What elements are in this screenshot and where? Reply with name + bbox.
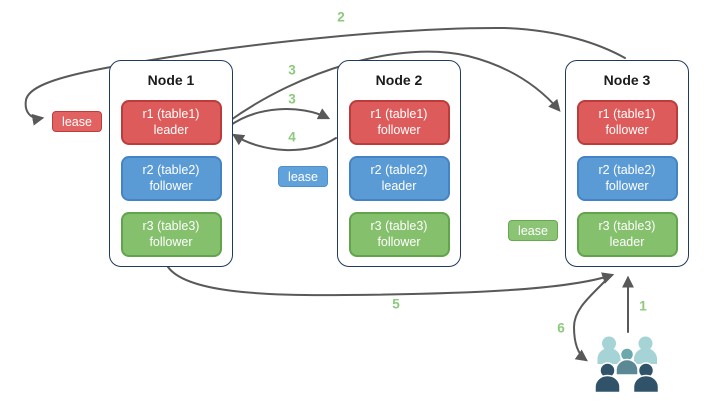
node-1-title: Node 1 [147,72,195,88]
arrow-step2-node3-to-lease1 [24,26,626,126]
replica-name: r1 (table1) [598,106,656,121]
lease-badge-r2: lease [278,166,328,187]
node-3-replica-r2: r2 (table2) follower [576,156,678,201]
replica-role: follower [605,122,649,137]
replica-name: r2 (table2) [142,162,200,177]
replica-name: r2 (table2) [598,162,656,177]
node-3-replica-r3: r3 (table3) leader [576,212,678,257]
node-2: Node 2 r1 (table1) follower r2 (table2) … [337,60,461,267]
lease-badge-r3: lease [508,220,558,241]
arrow-step6-node3-to-users [572,274,612,362]
node-1-replica-r3: r3 (table3) follower [120,212,222,257]
step-label-1: 1 [639,298,647,314]
step-label-2: 2 [337,9,345,25]
arrow-step4-node2-to-node1 [231,133,337,152]
node-2-replicas: r1 (table1) follower r2 (table2) leader … [338,100,460,257]
step-label-3a: 3 [288,62,296,78]
replica-role: leader [153,122,189,137]
node-3-replicas: r1 (table1) follower r2 (table2) followe… [566,100,688,257]
replica-role: follower [149,178,193,193]
node-1-replica-r1: r1 (table1) leader [120,100,222,145]
replica-role: leader [609,234,645,249]
step-label-3b: 3 [288,91,296,107]
node-1-replicas: r1 (table1) leader r2 (table2) follower … [110,100,232,257]
replica-name: r1 (table1) [370,106,428,121]
node-2-replica-r2: r2 (table2) leader [348,156,450,201]
arrow-step3-node1-to-node2 [227,108,331,128]
node-3: Node 3 r1 (table1) follower r2 (table2) … [565,60,689,267]
users-group-icon [594,336,660,394]
replica-role: leader [381,178,417,193]
replica-role: follower [149,234,193,249]
node-2-replica-r3: r3 (table3) follower [348,212,450,257]
lease-badge-r1: lease [52,111,102,132]
replica-role: follower [605,178,649,193]
node-2-replica-r1: r1 (table1) follower [348,100,450,145]
replica-name: r3 (table3) [598,218,656,233]
node-3-title: Node 3 [603,72,651,88]
replica-role: follower [377,122,421,137]
replica-name: r1 (table1) [142,106,200,121]
replica-name: r3 (table3) [142,218,200,233]
replica-name: r2 (table2) [370,162,428,177]
node-2-title: Node 2 [375,72,423,88]
node-1: Node 1 r1 (table1) leader r2 (table2) fo… [109,60,233,267]
replica-role: follower [377,234,421,249]
arrow-step5-node1-to-node3 [167,266,615,297]
replica-name: r3 (table3) [370,218,428,233]
step-label-6: 6 [557,320,565,336]
step-label-4: 4 [288,129,296,145]
node-1-replica-r2: r2 (table2) follower [120,156,222,201]
step-label-5: 5 [392,296,400,312]
node-3-replica-r1: r1 (table1) follower [576,100,678,145]
arrow-step3-node1-to-node3 [227,50,561,123]
